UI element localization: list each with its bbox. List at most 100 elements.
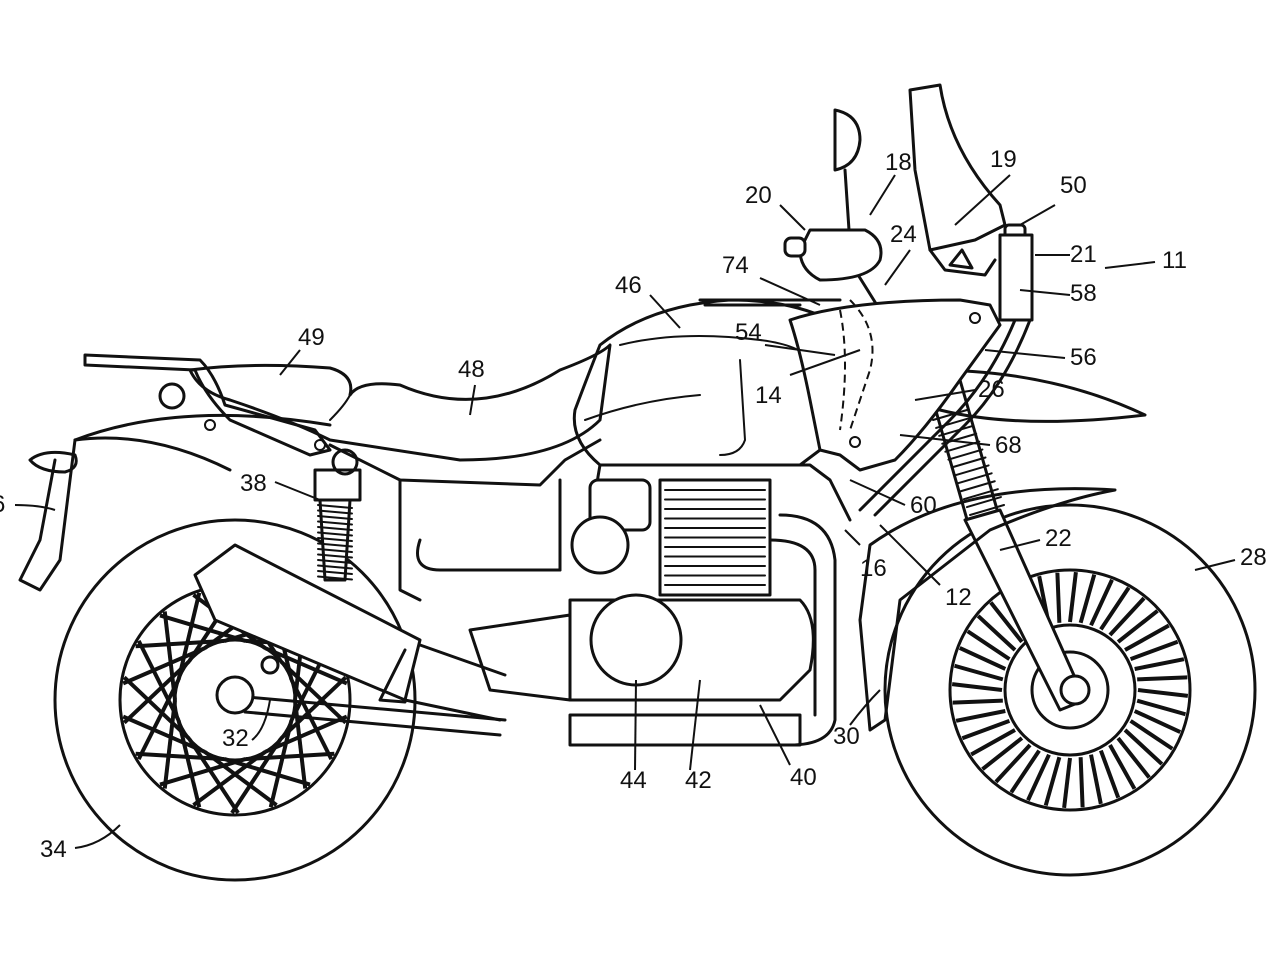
spring-coil [317, 553, 353, 559]
spring-coil [317, 520, 353, 526]
rear-spoke [192, 750, 267, 807]
front-spoke [1129, 719, 1174, 751]
boot-ring [953, 464, 990, 477]
rear-spoke [268, 720, 294, 808]
engine [468, 478, 815, 747]
front-spoke [1124, 623, 1170, 652]
leader-lines [14, 174, 1236, 849]
swing-arm [215, 655, 507, 737]
seat [188, 343, 612, 462]
label-14: 14 [755, 382, 782, 409]
rear-spoke [279, 659, 348, 725]
rear-spoke [187, 737, 240, 815]
front-spoke [966, 629, 1011, 661]
label-42: 42 [685, 767, 712, 794]
rear-spoke [162, 611, 177, 701]
rear-spoke [159, 613, 246, 643]
label-68: 68 [995, 432, 1022, 459]
rear-spoke [162, 699, 177, 789]
boot-ring [962, 488, 999, 501]
muffler [193, 543, 507, 722]
front-spoke [994, 743, 1032, 784]
label-16: 16 [860, 555, 887, 582]
front-spoke [1129, 639, 1179, 662]
front-spoke [1133, 709, 1182, 734]
front-fender-low [858, 487, 1117, 732]
front-spoke [989, 601, 1024, 644]
front-spoke [951, 682, 1003, 692]
rear-spoke [264, 646, 348, 686]
rear-shock-spring [317, 504, 353, 581]
front-spoke [1062, 757, 1072, 809]
spring-coil [317, 570, 353, 575]
rear-spoke [230, 737, 283, 815]
front-spoke [1137, 688, 1189, 698]
front-spoke [953, 663, 1004, 682]
rear-spoke [122, 646, 206, 686]
label-60: 60 [910, 492, 937, 519]
boot-ring [947, 448, 984, 461]
label-32: 32 [222, 725, 249, 752]
boot-ring [965, 496, 1002, 509]
windscreen [908, 83, 1007, 277]
headlight [783, 228, 883, 282]
front-spoke [970, 728, 1016, 757]
spring-coil [317, 509, 353, 515]
exhaust-pipe [768, 513, 837, 747]
rear-spoke [293, 699, 308, 789]
spring-coil [317, 531, 353, 537]
front-spoke [1123, 728, 1164, 766]
rear-shock [313, 448, 362, 582]
rear-spoke [245, 751, 335, 762]
label-46: 46 [615, 272, 642, 299]
mirror [833, 108, 862, 247]
front-cowl [788, 298, 1002, 472]
front-spoke [1089, 578, 1114, 627]
rear-spoke [122, 714, 206, 754]
front-spoke [1137, 675, 1188, 682]
label-26: 26 [978, 376, 1005, 403]
label-24: 24 [890, 221, 917, 248]
boot-ring [932, 409, 968, 421]
label-56: 56 [1070, 344, 1097, 371]
spring-coil [317, 559, 353, 564]
front-wheel [883, 503, 1257, 877]
label-74: 74 [722, 252, 749, 279]
rear-spoke [264, 714, 348, 754]
label-22: 22 [1045, 525, 1072, 552]
label-34: 34 [40, 836, 67, 863]
label-49: 49 [298, 324, 325, 351]
spring-coil [317, 542, 353, 548]
rear-spoke [135, 751, 225, 762]
label-6: 6 [0, 491, 5, 518]
front-spoke [958, 646, 1007, 671]
boot-ring [959, 480, 996, 493]
rear-spoke [279, 675, 348, 741]
label-48: 48 [458, 356, 485, 383]
label-30: 30 [833, 723, 860, 750]
front-spoke [1116, 736, 1151, 779]
spring-coil [317, 575, 353, 581]
front-spoke [1098, 749, 1121, 799]
front-spoke [1078, 573, 1097, 624]
front-spoke [1108, 744, 1137, 790]
rear-spoke [176, 720, 202, 808]
front-spoke [1089, 754, 1103, 805]
label-58: 58 [1070, 280, 1097, 307]
front-spoke [1078, 757, 1085, 808]
label-50: 50 [1060, 172, 1087, 199]
label-28: 28 [1240, 544, 1267, 571]
front-spoke [1116, 609, 1159, 644]
spring-coil [317, 548, 353, 553]
front-spoke [1068, 571, 1078, 623]
rear-spoke [122, 675, 191, 741]
front-spoke [961, 718, 1011, 741]
label-20: 20 [745, 182, 772, 209]
rear-fender [18, 413, 332, 592]
rear-spoke [136, 639, 181, 722]
front-spoke [1134, 657, 1185, 671]
rear-spoke [122, 659, 191, 725]
rear-spoke [136, 678, 181, 761]
boot-ring [969, 504, 1005, 516]
